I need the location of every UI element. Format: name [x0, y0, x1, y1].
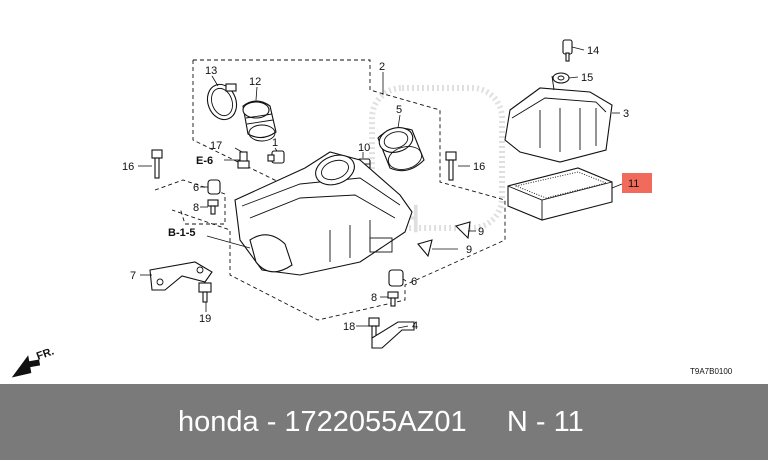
leader-lines	[138, 46, 623, 329]
callout-10: 10	[358, 142, 370, 154]
callout-16-right: 16	[473, 161, 485, 173]
callout-9-right: 9	[478, 226, 484, 238]
callout-19: 19	[199, 313, 211, 325]
callout-6-upper: 6	[193, 182, 199, 194]
callout-3: 3	[623, 108, 629, 120]
callout-8-lower: 8	[371, 292, 377, 304]
footer-bar: honda - 1722055AZ01 N - 11	[0, 384, 768, 460]
callout-9-left: 9	[466, 244, 472, 256]
collar-8-lower	[387, 291, 399, 307]
direction-label: FR.	[35, 345, 56, 362]
intake-tube-5	[377, 127, 425, 172]
callout-11: 11	[628, 178, 639, 190]
ref-b15: B-1-5	[168, 227, 196, 239]
callout-15: 15	[581, 72, 593, 84]
bolt-16-left	[151, 149, 163, 179]
air-cleaner-housing	[234, 151, 413, 276]
clip-9-left	[417, 239, 433, 258]
hose-joint-12	[242, 100, 277, 142]
air-filter-element-11	[507, 167, 613, 221]
bolt-16-right	[445, 151, 457, 181]
sensor-14	[562, 39, 573, 62]
diagram-code: T9A7B0100	[690, 367, 733, 376]
bolt-18	[368, 317, 380, 339]
callout-2: 2	[379, 61, 385, 73]
grommet-6-lower	[388, 269, 404, 287]
callout-16-left: 16	[122, 161, 134, 173]
sensor-17	[237, 151, 250, 169]
highlight-box-11	[622, 173, 652, 193]
hose-clamp-13	[206, 83, 238, 121]
air-cleaner-cover-3	[504, 75, 613, 163]
callout-5: 5	[396, 104, 402, 116]
assembly-boundary-bolt-group	[154, 179, 226, 225]
callout-17: 17	[210, 140, 222, 152]
connector-1	[267, 150, 285, 164]
callout-4: 4	[412, 320, 418, 332]
grommet-15	[552, 72, 570, 84]
part-number-caption: honda - 1722055AZ01 N - 11	[178, 406, 584, 438]
bracket-4	[371, 321, 415, 349]
assembly-boundary-main	[171, 59, 506, 321]
assembly-boundary-clamp	[192, 60, 286, 186]
callout-1: 1	[272, 137, 278, 149]
callout-12: 12	[249, 76, 261, 88]
callout-18: 18	[343, 321, 355, 333]
grommet-6-upper	[207, 179, 221, 195]
callout-8-upper: 8	[193, 202, 199, 214]
callout-6-lower: 6	[411, 276, 417, 288]
callout-7: 7	[130, 270, 136, 282]
clip-9-right	[454, 221, 471, 240]
callout-14: 14	[587, 45, 599, 57]
callout-13: 13	[205, 65, 217, 77]
collar-8-upper	[207, 199, 219, 215]
bolt-19	[198, 282, 212, 303]
parts-diagram: H	[11, 39, 733, 378]
bracket-7	[149, 261, 213, 291]
diagram-canvas: H	[11, 39, 733, 378]
front-direction-arrow: FR.	[11, 345, 56, 378]
ref-e6: E-6	[196, 155, 213, 167]
